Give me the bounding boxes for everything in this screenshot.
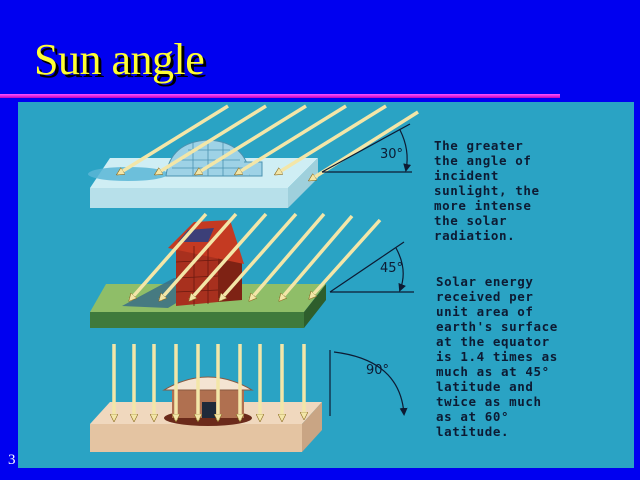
angle-label-45: 45° — [380, 261, 403, 276]
slide-title: Sun angle — [34, 35, 205, 84]
slide-number: 3 — [8, 452, 16, 468]
angle-label-30: 30° — [380, 147, 403, 162]
sun-rays-30 — [118, 104, 419, 182]
angle-arc-90 — [333, 351, 408, 416]
sun-rays-45 — [130, 212, 382, 300]
igloo-shadow — [88, 167, 168, 181]
panel-90-degrees: 90° — [90, 344, 408, 452]
house-front — [176, 242, 218, 306]
ice-slab-side — [288, 158, 318, 208]
ray-line-30 — [321, 123, 411, 173]
sun-rays-90 — [114, 344, 304, 420]
ice-slab-front — [90, 188, 288, 208]
caption-angle-intensity: The greater the angle of incident sunlig… — [434, 138, 540, 243]
grass-slab-front — [90, 312, 304, 328]
panel-45-degrees: 45° — [90, 212, 414, 328]
house-roof-shade — [178, 228, 214, 242]
angle-arc-45 — [395, 247, 406, 292]
sun-angle-figure: 30° 45° — [18, 102, 634, 468]
sand-slab-side — [302, 402, 322, 452]
angle-label-90: 90° — [366, 363, 389, 378]
caption-equator-energy: Solar energy received per unit area of e… — [436, 274, 558, 439]
ray-line-45 — [329, 241, 405, 293]
title-underline — [0, 94, 560, 98]
grass-slab-side — [304, 284, 326, 328]
sand-slab-front — [90, 424, 302, 452]
angle-arc-30 — [399, 129, 412, 172]
hut-door — [202, 402, 216, 418]
panel-30-degrees: 30° — [88, 104, 419, 208]
sun-angle-illustration: 30° 45° — [88, 104, 419, 452]
